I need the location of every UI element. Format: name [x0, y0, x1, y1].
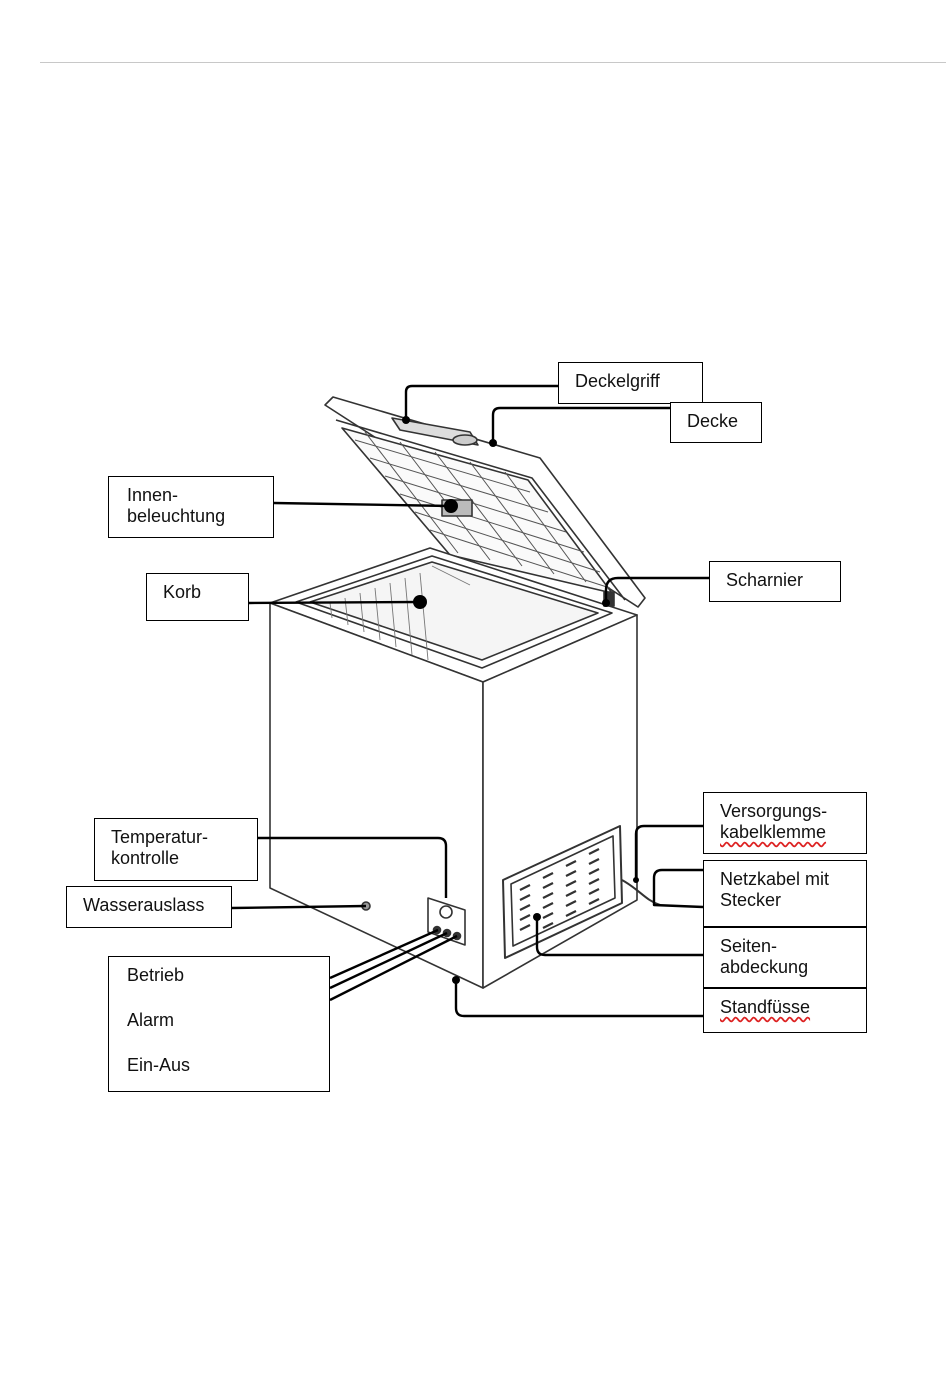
leader-korb	[249, 602, 420, 603]
label-scharnier: Scharnier	[709, 561, 841, 602]
label-temperaturkontrolle: Temperatur- kontrolle	[94, 818, 258, 881]
label-decke: Decke	[670, 402, 762, 443]
label-versorgungskabelklemme-line1: Versorgungs-	[720, 801, 850, 822]
label-korb: Korb	[146, 573, 249, 621]
label-netzkabel: Netzkabel mit Stecker	[703, 860, 867, 927]
leader-standfuesse	[456, 980, 703, 1016]
leader-decke	[493, 408, 670, 443]
label-wasserauslass: Wasserauslass	[66, 886, 232, 928]
leader-netzkabel	[654, 870, 703, 907]
label-innenbeleuchtung: Innen- beleuchtung	[108, 476, 274, 538]
controls-label-box: Betrieb Alarm Ein-Aus	[108, 956, 330, 1092]
label-ein-aus: Ein-Aus	[127, 1055, 311, 1100]
label-deckelgriff: Deckelgriff	[558, 362, 703, 404]
label-versorgungskabelklemme: Versorgungs- kabelklemme	[703, 792, 867, 854]
label-betrieb: Betrieb	[127, 965, 311, 1010]
label-seitenabdeckung: Seiten- abdeckung	[703, 927, 867, 988]
label-alarm: Alarm	[127, 1010, 311, 1055]
leader-deckelgriff	[406, 386, 558, 420]
leader-scharnier	[606, 578, 709, 603]
label-versorgungskabelklemme-line2: kabelklemme	[720, 822, 850, 843]
leader-versorgung	[636, 826, 703, 880]
label-standfuesse-text: Standfüsse	[720, 997, 810, 1017]
label-standfuesse: Standfüsse	[703, 988, 867, 1033]
